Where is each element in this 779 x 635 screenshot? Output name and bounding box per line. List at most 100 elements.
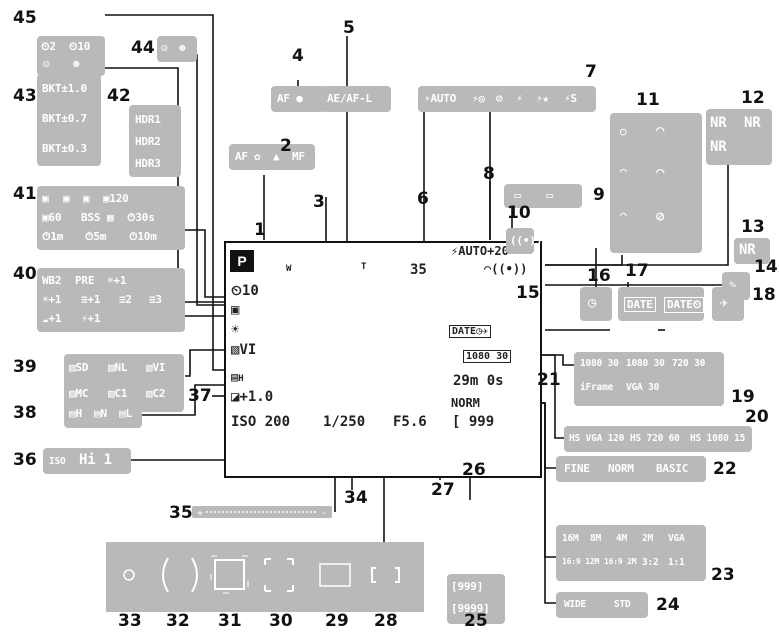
- callout-25: 25: [464, 611, 488, 631]
- callout-12: 12: [741, 88, 765, 108]
- gps-icon: ✎: [729, 278, 737, 293]
- exposures-remaining: 35: [410, 262, 427, 278]
- callout-20: 20: [745, 407, 769, 427]
- callout-4: 4: [292, 46, 304, 66]
- battery-panel: ▭ ▭: [504, 184, 582, 208]
- wifi-indicator-icon: ◠((•)): [484, 262, 528, 276]
- callout-8: 8: [483, 164, 495, 184]
- battery-full-icon: ▭: [514, 188, 522, 202]
- callout-44: 44: [131, 38, 155, 58]
- image-quality-indicator: NORM: [451, 396, 480, 410]
- zoom-w-label: W: [286, 264, 292, 274]
- af-modes-panel: AF ✿ ▲ MF: [229, 144, 315, 170]
- leader-11: [545, 255, 623, 266]
- callout-17: 17: [625, 261, 649, 281]
- remaining-frames-indicator: [ 999: [452, 414, 495, 430]
- d-lighting-indicator: ▤H: [231, 370, 244, 384]
- callout-37: 37: [188, 386, 212, 406]
- leader-20: [532, 354, 564, 439]
- exposure-scale-graphic: + -: [192, 506, 332, 519]
- leader-39: [185, 349, 226, 377]
- callout-27: 27: [431, 480, 455, 500]
- callout-36: 36: [13, 450, 37, 470]
- callout-43: 43: [13, 86, 37, 106]
- callout-41: 41: [13, 184, 37, 204]
- callout-18: 18: [752, 285, 776, 305]
- wifi-panel: ○ ◠ ◠ ◠ ◠ ⊘: [610, 113, 702, 253]
- callout-6: 6: [417, 189, 429, 209]
- self-timer-panel: ⏲2 ⏲10 ☺ ☻: [37, 36, 105, 76]
- callout-24: 24: [656, 595, 680, 615]
- noise-reduction-panel: NR NR NR: [706, 109, 772, 165]
- self-timer-indicator: ⏲10: [231, 283, 259, 299]
- nr13-panel: NR: [734, 238, 770, 264]
- airplane-icon: ✈: [720, 295, 729, 311]
- wifi-full-icon: ◠: [656, 123, 665, 139]
- date-stamp-indicator: DATE◷✈: [449, 325, 492, 338]
- wifi-dot3-icon: ◠: [620, 209, 627, 222]
- callout-33: 33: [118, 611, 142, 631]
- aperture-indicator: F5.6: [393, 414, 427, 430]
- image-size-panel: 16M 8M 4M 2M VGA 16:9 12M 16:9 2M 3:2 1:…: [556, 525, 706, 581]
- callout-16: 16: [587, 266, 611, 286]
- callout-22: 22: [713, 459, 737, 479]
- callout-13: 13: [741, 217, 765, 237]
- callout-10: 10: [507, 203, 531, 223]
- zoom-t-label: T: [361, 262, 367, 272]
- leader-12: [545, 140, 729, 266]
- callout-26: 26: [462, 460, 486, 480]
- exposure-comp-indicator: ◪+1.0: [231, 389, 274, 405]
- movie-mode-indicator: 1080 30: [463, 350, 512, 363]
- callout-21: 21: [537, 370, 561, 390]
- hdr-panel: HDR1 HDR2 HDR3: [129, 105, 181, 177]
- face-icon: ☺: [161, 42, 168, 55]
- callout-40: 40: [13, 264, 37, 284]
- timezone-panel: ◷: [580, 287, 612, 321]
- face-detect-panel: ☺ ☻: [157, 36, 197, 62]
- wifi-off-icon: ⊘: [656, 209, 665, 225]
- conversion-lens-panel: WIDE STD: [556, 592, 648, 618]
- callout-5: 5: [343, 18, 355, 38]
- flash-modes-panel: ⚡AUTO ⚡◎ ⊘ ⚡ ⚡★ ⚡S: [418, 86, 596, 112]
- callout-42: 42: [107, 86, 131, 106]
- callout-34: 34: [344, 488, 368, 508]
- callout-23: 23: [711, 565, 735, 585]
- callout-35: 35: [169, 503, 193, 523]
- callout-7: 7: [585, 62, 597, 82]
- svg-text:+: +: [197, 508, 203, 519]
- vibration-panel: ((•)): [506, 228, 542, 254]
- leader-44: [180, 54, 226, 306]
- callout-32: 32: [166, 611, 190, 631]
- leader-41: [185, 229, 226, 298]
- callout-14: 14: [754, 257, 778, 277]
- wifi-dot-icon: ○: [620, 125, 627, 138]
- flash-mode-indicator: ⚡AUTO+20: [451, 244, 509, 258]
- callout-45: 45: [13, 8, 37, 28]
- leader-38: [140, 384, 226, 416]
- iso-indicator: ISO 200: [231, 414, 291, 430]
- bracketing-panel: BKT±1.0 BKT±0.7 BKT±0.3: [37, 74, 101, 166]
- shooting-mode-indicator: P: [230, 250, 254, 272]
- monitor-screen: [224, 241, 542, 478]
- image-quality-panel: FINE NORM BASIC: [556, 456, 706, 482]
- continuous-indicator-icon: ▣: [231, 302, 240, 318]
- movie-time-indicator: 29m 0s: [453, 373, 504, 389]
- d-lighting-panel: ▤H ▤N ▤L: [64, 400, 142, 428]
- leader-45: [105, 14, 226, 371]
- clock-icon: ◷: [588, 295, 597, 311]
- af-indicator-panel: AF ●: [271, 86, 325, 112]
- ae-af-lock-panel: AE/AF-L: [321, 86, 391, 112]
- wifi-mid-icon: ◠: [656, 165, 665, 181]
- portrait-icon: ☻: [179, 42, 186, 55]
- callout-15: 15: [516, 283, 540, 303]
- callout-38: 38: [13, 403, 37, 423]
- hs-movie-panel: HS VGA 120 HS 720 60 HS 1080 15: [564, 426, 752, 452]
- callout-11: 11: [636, 90, 660, 110]
- callout-31: 31: [218, 611, 242, 631]
- callout-19: 19: [731, 387, 755, 407]
- focus-frames-graphic: [106, 542, 424, 612]
- white-balance-indicator: ☀: [231, 322, 240, 338]
- callout-29: 29: [325, 611, 349, 631]
- callout-39: 39: [13, 357, 37, 377]
- continuous-panel: ▣ ▣ ▣ ▣120 ▣60 BSS ▦ ⏱30s ⏱1m ⏱5m ⏱10m: [37, 186, 185, 250]
